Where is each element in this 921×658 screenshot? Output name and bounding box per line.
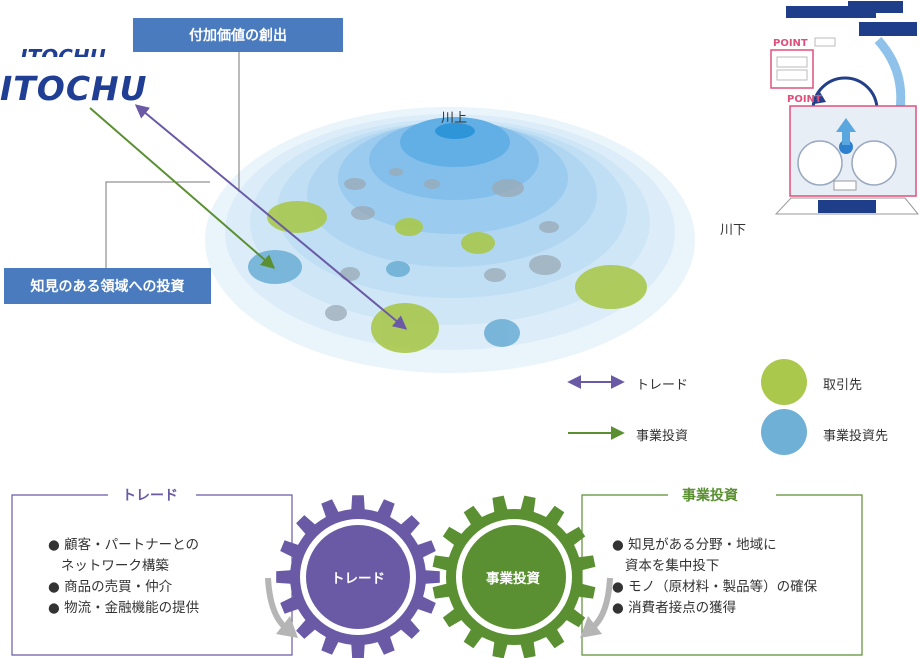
legend-investee-swatch — [761, 409, 807, 455]
investment-panel-title: 事業投資 — [672, 485, 748, 505]
market-rings — [205, 107, 695, 373]
investment-gear-label: 事業投資 — [486, 571, 540, 587]
trade-panel-title: トレード — [112, 485, 188, 505]
investment-panel-list: ● 知見がある分野・地域に 資本を集中投下 ● モノ（原材料・製品等）の確保 ●… — [612, 535, 817, 619]
right-rotation-arrow — [589, 577, 613, 631]
thumbnail-point-1: POINT — [773, 38, 808, 49]
list-item: ● 顧客・パートナーとの — [48, 537, 199, 553]
list-item: 資本を集中投下 — [624, 558, 720, 574]
trade-gear-label: トレード — [331, 571, 385, 587]
trade-panel-list: ● 顧客・パートナーとの ネットワーク構築 ● 商品の売買・仲介 ● 物流・金融… — [48, 535, 199, 619]
investment-arrow — [89, 107, 276, 269]
upstream-label: 川上 — [441, 111, 468, 126]
right-rotation-arrowhead — [580, 616, 602, 638]
legend-investee-label: 事業投資先 — [823, 429, 889, 444]
investment-panel-frame — [581, 494, 863, 656]
gear-trade-hub — [306, 525, 410, 629]
list-item: ● 知見がある分野・地域に — [612, 537, 777, 553]
itochu-logo: ITOCHU — [0, 69, 148, 108]
logo-reflection: ITOCHU — [20, 45, 106, 57]
list-item: ● モノ（原材料・製品等）の確保 — [612, 579, 818, 595]
investment-gear — [432, 495, 596, 658]
invest-connector-line — [105, 181, 210, 268]
legend-trade-label: トレード — [636, 378, 689, 393]
value-creation-label: 付加価値の創出 — [133, 18, 343, 52]
list-item: ● 物流・金融機能の提供 — [48, 600, 200, 616]
invest-in-domains-label: 知見のある領域への投資 — [4, 268, 211, 304]
gear-invest-hub — [462, 525, 566, 629]
list-item: ● 商品の売買・仲介 — [48, 579, 173, 595]
legend-partner-label: 取引先 — [823, 378, 863, 393]
list-item: ネットワーク構築 — [60, 558, 169, 574]
thumbnail-point-2: POINT — [787, 94, 822, 105]
trade-panel-frame — [11, 494, 293, 656]
left-rotation-arrowhead — [276, 616, 298, 638]
legend-investment-label: 事業投資 — [636, 429, 689, 444]
legend-partner-swatch — [761, 359, 807, 405]
trade-gear — [276, 495, 440, 658]
trade-arrow — [134, 104, 408, 330]
list-item: ● 消費者接点の獲得 — [612, 600, 737, 616]
thumbnail-diagram — [770, 1, 920, 215]
downstream-label: 川下 — [720, 223, 747, 238]
